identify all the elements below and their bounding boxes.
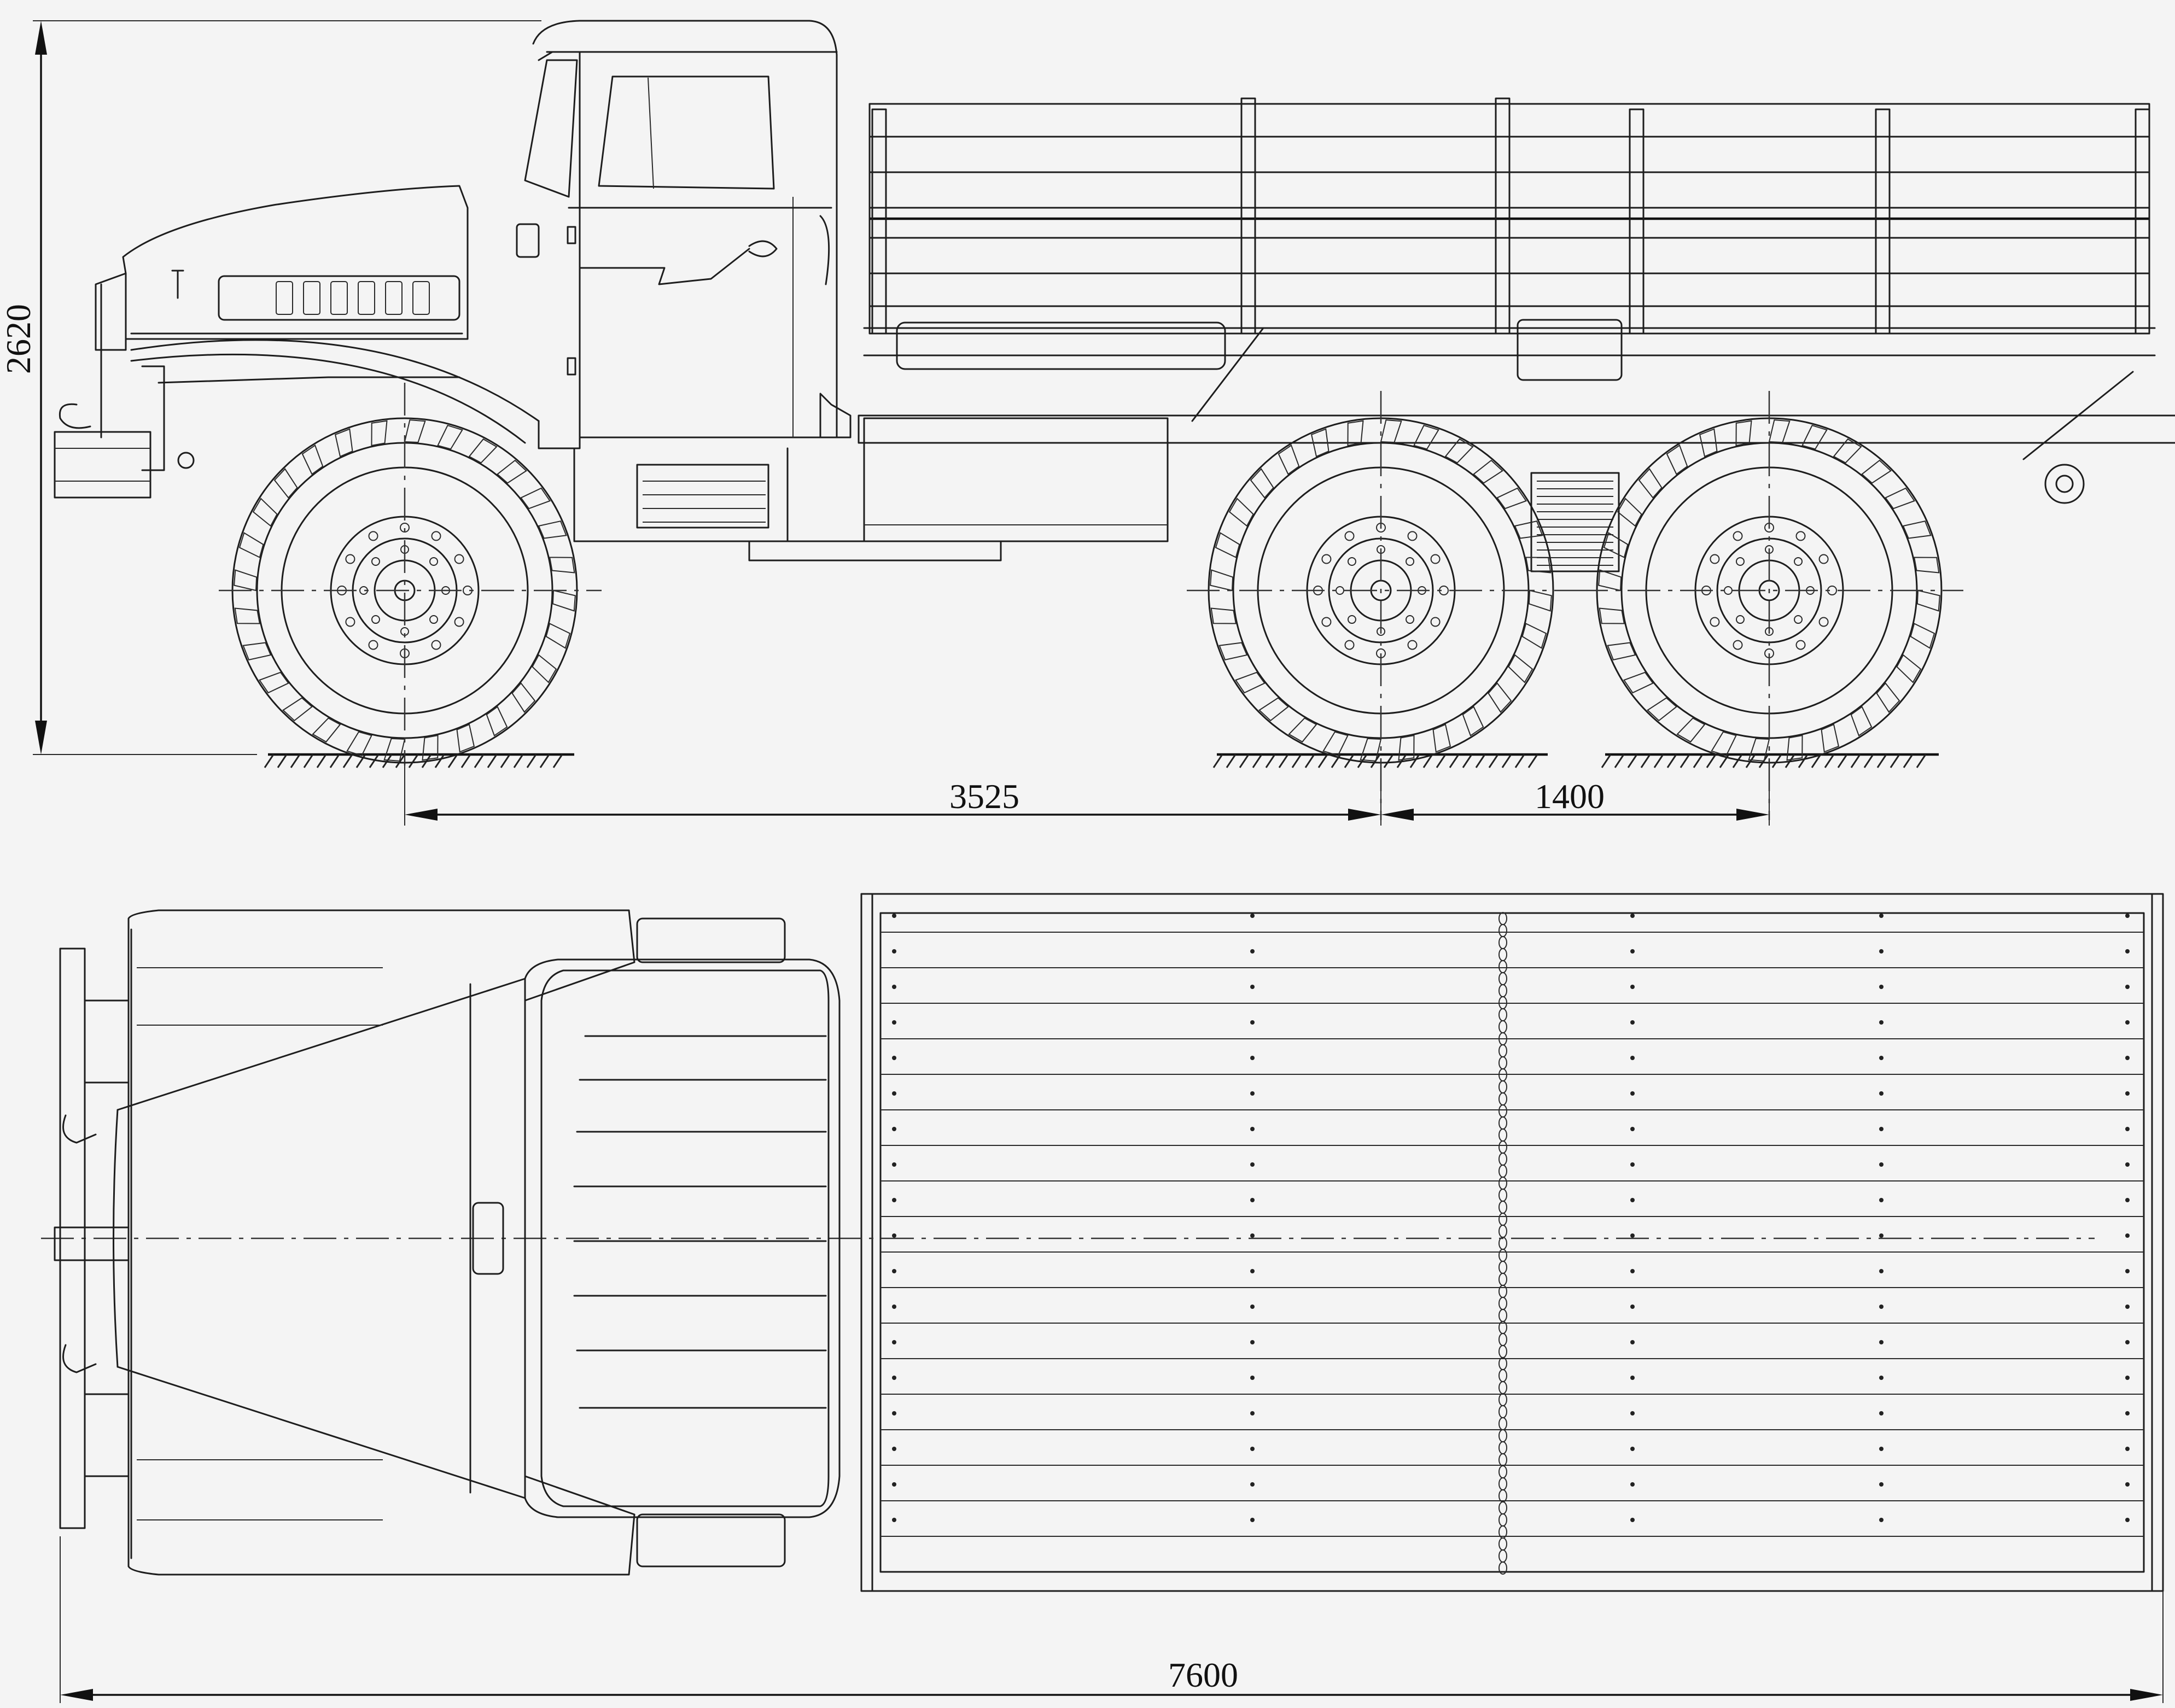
ground-hatching xyxy=(264,754,1927,768)
rear-tire-tread xyxy=(1598,419,1940,762)
height-dimension xyxy=(33,20,541,755)
middle-wheel xyxy=(1208,417,1554,764)
cab-top xyxy=(472,917,841,1567)
side-view: 2620 3525 1400 xyxy=(0,20,2175,826)
front-tire-tread xyxy=(234,419,576,762)
wheelbase-rear-label: 1400 xyxy=(1535,777,1605,816)
wheelbase-front-label: 3525 xyxy=(949,777,1019,816)
hood-top xyxy=(113,909,635,1576)
wheelbase-dimension xyxy=(404,754,1770,826)
chassis xyxy=(748,393,1620,572)
front-bumper xyxy=(54,365,195,499)
axle-centerlines xyxy=(219,383,1963,820)
front-bumper-top xyxy=(54,947,130,1529)
bed-planks xyxy=(881,914,2144,1537)
cargo-body xyxy=(858,97,2175,504)
cab xyxy=(516,20,838,542)
middle-tire-tread xyxy=(1210,419,1552,762)
height-dimension-label: 2620 xyxy=(0,304,38,374)
cargo-bed-top xyxy=(41,893,2164,1592)
chain xyxy=(1498,912,1507,1575)
overall-length-label: 7600 xyxy=(1168,1656,1238,1694)
length-dimension xyxy=(60,1536,2164,1703)
top-view: 7600 xyxy=(41,893,2164,1703)
hood xyxy=(95,185,540,444)
